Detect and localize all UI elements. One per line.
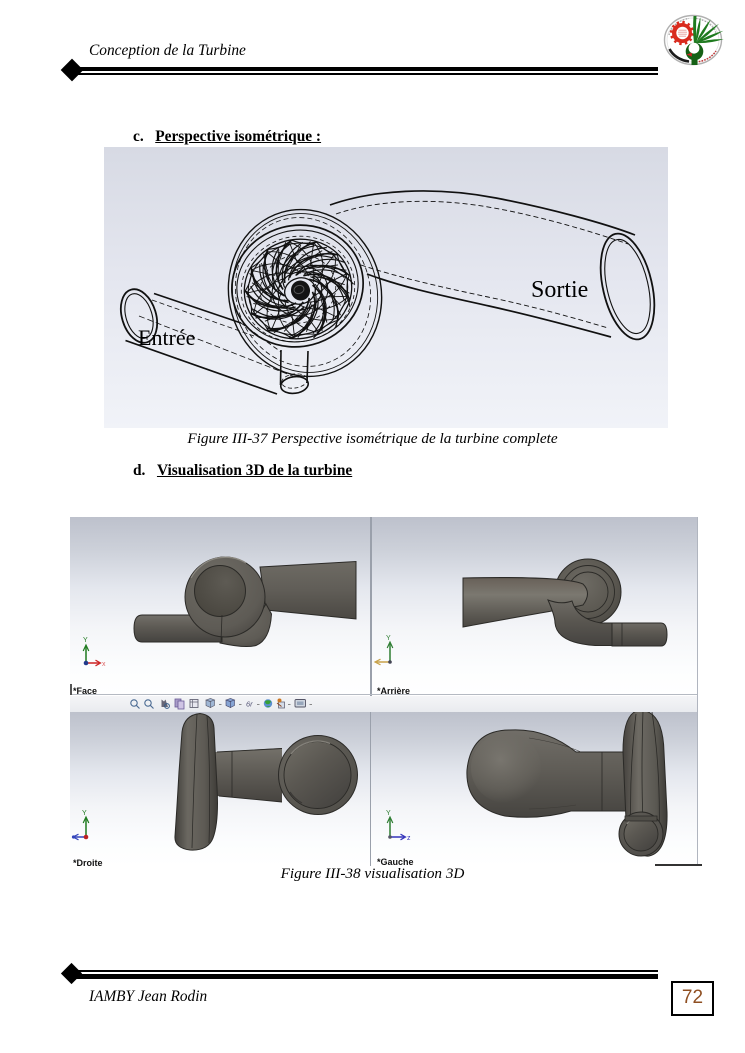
svg-text:Y: Y bbox=[386, 635, 391, 642]
svg-text:Y: Y bbox=[83, 637, 88, 644]
svg-text:z: z bbox=[407, 835, 411, 842]
svg-text:x: x bbox=[102, 661, 106, 668]
svg-text:Sortie: Sortie bbox=[531, 277, 588, 303]
svg-text:Y: Y bbox=[82, 810, 87, 817]
svg-text:6r: 6r bbox=[246, 700, 253, 709]
svg-text:Entrée: Entrée bbox=[138, 325, 195, 350]
svg-text:Y: Y bbox=[386, 810, 391, 817]
